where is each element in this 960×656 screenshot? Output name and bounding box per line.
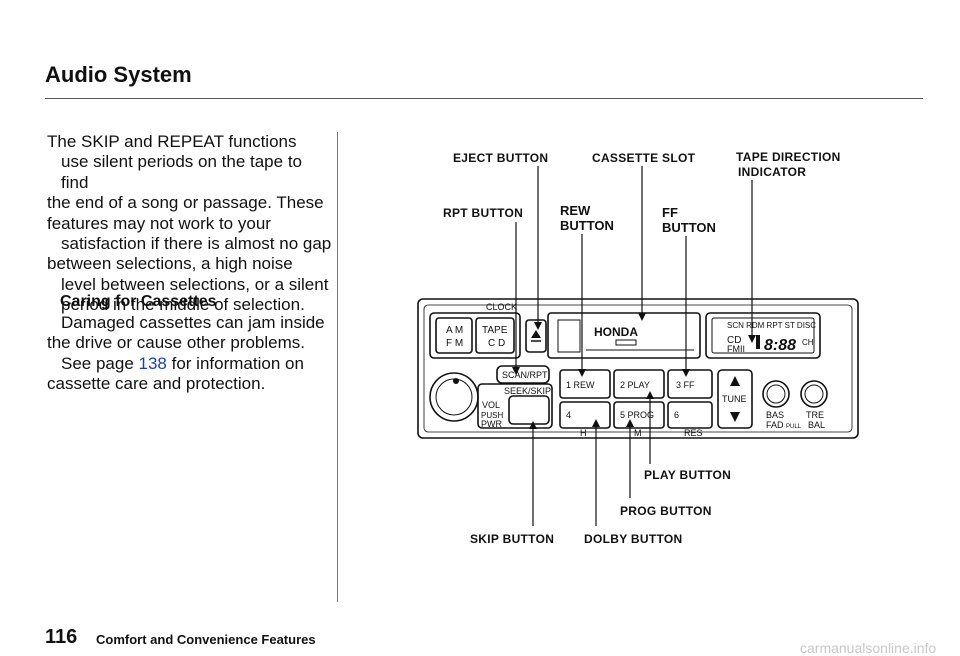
display-cd-label: CD (727, 335, 741, 346)
tune-label: TUNE (722, 394, 747, 404)
para-text: for information on (166, 353, 304, 373)
dolby-indicator (615, 339, 637, 346)
brand-logo: HONDA (594, 325, 638, 339)
clock-label: CLOCK (486, 302, 517, 312)
para-line: period in the middle of selection. (61, 295, 305, 315)
tape-cd-button (475, 317, 515, 354)
page-title: Audio System (45, 62, 192, 87)
dolby-button-label: DOLBY BUTTON (584, 532, 683, 546)
treble-label: TRE (806, 410, 824, 420)
page-number: 116 (45, 626, 78, 648)
scan-rpt-label: SCAN/RPT (502, 370, 548, 380)
fm-label: F M (446, 338, 463, 349)
ff-line1: FF (662, 205, 678, 220)
balance-label: BAL (808, 420, 825, 430)
para-line: use silent periods on the tape to find (61, 152, 302, 192)
seek-skip-area (477, 383, 553, 429)
pwr-label: PWR (481, 419, 502, 429)
eject-button-label: EJECT BUTTON (453, 151, 549, 165)
para-text: See page (61, 353, 139, 373)
preset-2-label: 2 PLAY (620, 380, 650, 390)
am-label: A M (446, 325, 463, 336)
section-footer: Comfort and Convenience Features (96, 632, 316, 647)
tune-rocker (717, 369, 753, 429)
skip-button-label: SKIP BUTTON (470, 532, 555, 546)
seek-skip-label: SEEK/SKIP (504, 386, 551, 396)
rpt-button-label: RPT BUTTON (443, 206, 524, 220)
prog-button-label: PROG BUTTON (620, 504, 712, 518)
radio-inner-bezel (423, 304, 853, 433)
tape-window (557, 319, 581, 353)
ff-line2: BUTTON (662, 220, 716, 235)
caring-heading: Caring for Cassettes (60, 293, 217, 310)
bass-knob (762, 380, 790, 408)
preset-2-play-button (613, 369, 665, 399)
display-lcd (711, 317, 815, 354)
page-138-link[interactable]: 138 (138, 353, 167, 373)
preset-3-label: 3 FF (676, 380, 695, 390)
para-line: cassette care and protection. (47, 374, 266, 394)
preset-6-button (667, 401, 713, 429)
cassette-slot-label: CASSETTE SLOT (592, 151, 696, 165)
push-label: PUSH (481, 411, 503, 420)
band-cluster (429, 312, 521, 359)
para-line: between selections, a high noise (47, 254, 293, 274)
hour-label: H (580, 428, 587, 438)
eject-button (525, 319, 547, 353)
para-line: level between selections, or a silent (61, 274, 329, 294)
scan-rpt-button (496, 365, 550, 384)
para-line: See page 138 for information on (47, 354, 332, 374)
volume-pointer (453, 378, 459, 384)
para-line: Damaged cassettes can jam inside (61, 313, 325, 332)
preset-4-dolby-button (559, 401, 611, 429)
reset-label: RES (684, 428, 703, 438)
preset-5-prog-button (613, 401, 665, 429)
watermark: carmanualsonline.info (800, 640, 937, 656)
rew-line2: BUTTON (560, 218, 614, 233)
para-line: features may not work to your (47, 213, 271, 233)
tune-up-icon (730, 376, 740, 386)
am-fm-button (435, 317, 473, 354)
cassette-door (547, 312, 701, 359)
tune-down-icon (730, 412, 740, 422)
play-button-label: PLAY BUTTON (644, 468, 732, 482)
column-divider (337, 132, 338, 602)
minute-label: M (634, 428, 642, 438)
para-line: the drive or cause other problems. (47, 333, 305, 353)
preset-3-ff-button (667, 369, 713, 399)
display-segment (756, 335, 760, 349)
radio-body (417, 298, 859, 439)
display (705, 312, 821, 359)
preset-5-label: 5 PROG (620, 410, 654, 420)
display-ch-label: CH (802, 338, 814, 347)
preset-6-label: 6 (674, 410, 679, 420)
tape-direction-label-2: INDICATOR (738, 165, 807, 179)
cd-label: C D (488, 338, 505, 349)
header-rule (45, 98, 923, 99)
tape-direction-label: TAPE DIRECTION (736, 150, 841, 164)
display-digits: 8:88 (764, 337, 796, 354)
preset-4-label: 4 (566, 410, 571, 420)
vol-label: VOL (482, 400, 500, 410)
preset-1-label: 1 REW (566, 380, 595, 390)
para-line: The SKIP and REPEAT functions (47, 132, 297, 151)
para-line: satisfaction if there is almost no gap (61, 234, 332, 254)
para-line: the end of a song or passage. These (47, 193, 324, 213)
tape-label: TAPE (482, 325, 508, 336)
display-fm-label: FMII (727, 344, 745, 354)
bass-label: BAS (766, 410, 784, 420)
seek-skip-rocker (508, 395, 550, 425)
fader-label: FAD (766, 420, 784, 430)
skip-repeat-paragraph: The SKIP and REPEAT functions use silent… (47, 132, 332, 316)
rew-line1: REW (560, 203, 591, 218)
treble-knob (800, 380, 828, 408)
eject-icon (531, 330, 541, 338)
caring-paragraph: Damaged cassettes can jam inside the dri… (47, 313, 332, 395)
pull-label: PULL (786, 424, 802, 430)
display-top-label: SCN RDM RPT ST DISC (727, 321, 816, 330)
